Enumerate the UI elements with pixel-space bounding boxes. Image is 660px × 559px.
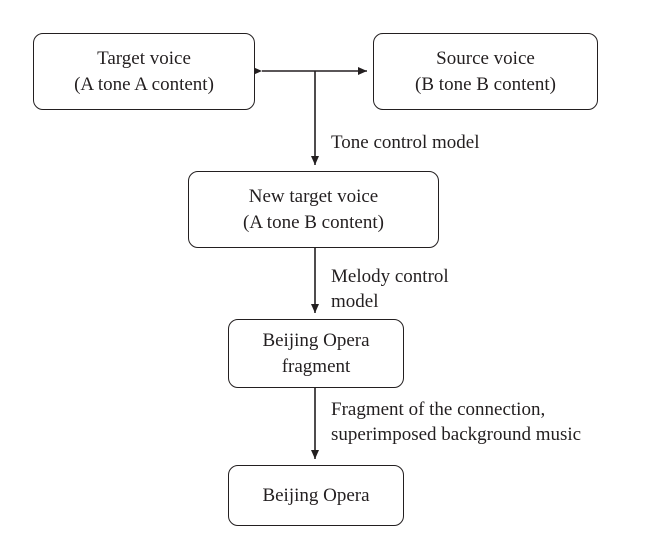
new-target-voice-title: New target voice	[248, 185, 379, 207]
fragment-connection-line2: superimposed background music	[331, 424, 582, 445]
beijing-opera-title: Beijing Opera	[262, 484, 370, 506]
beijing-opera-node: Beijing Opera	[228, 465, 404, 526]
melody-control-label: Melody control model	[331, 264, 449, 314]
tone-control-label: Tone control model	[331, 130, 480, 155]
opera-fragment-node: Beijing Opera fragment	[228, 319, 404, 388]
opera-fragment-line1: Beijing Opera	[262, 329, 370, 351]
target-voice-node: Target voice (A tone A content)	[33, 33, 255, 110]
opera-fragment-line2: fragment	[281, 355, 351, 377]
melody-control-line2: model	[331, 291, 379, 312]
target-voice-subtitle: (A tone A content)	[74, 73, 214, 95]
fragment-connection-label: Fragment of the connection, superimposed…	[331, 397, 581, 447]
source-voice-subtitle: (B tone B content)	[415, 73, 556, 95]
source-voice-title: Source voice	[436, 47, 535, 69]
new-target-voice-node: New target voice (A tone B content)	[188, 171, 439, 248]
source-voice-node: Source voice (B tone B content)	[373, 33, 598, 110]
target-voice-title: Target voice	[97, 47, 191, 69]
tone-control-line1: Tone control model	[331, 132, 480, 153]
melody-control-line1: Melody control	[331, 266, 449, 287]
new-target-voice-subtitle: (A tone B content)	[243, 211, 384, 233]
fragment-connection-line1: Fragment of the connection,	[331, 399, 546, 420]
